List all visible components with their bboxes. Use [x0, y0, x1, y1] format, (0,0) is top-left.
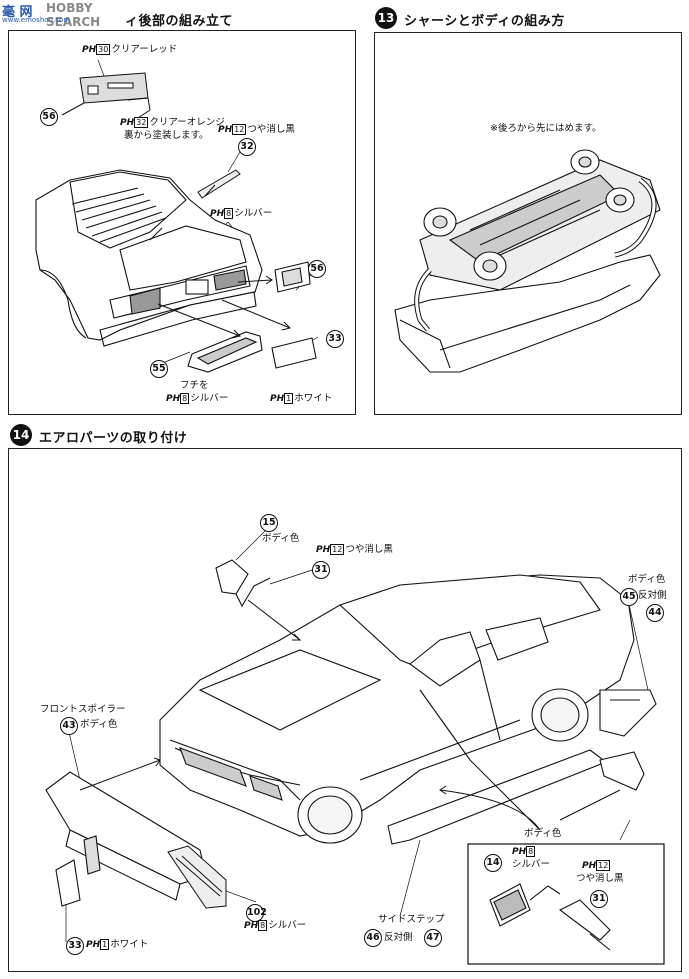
- part-56-label: 56: [40, 108, 58, 126]
- ph-mark: PH: [512, 847, 527, 857]
- color-code-box: 8: [526, 846, 536, 857]
- part-32-label: 32: [238, 138, 256, 156]
- part-43-label: 43: [60, 717, 78, 735]
- ph-mark: PH: [86, 940, 101, 950]
- ph-mark: PH: [244, 921, 259, 931]
- body-color-45-label: ボディ色: [628, 574, 666, 585]
- tail-lens-part: [61, 72, 151, 119]
- part-55-label: 55: [150, 360, 168, 378]
- ph-mark: PH: [270, 394, 285, 404]
- watermark-brand: HOBBY SEARCH: [46, 1, 101, 29]
- part-15-label: 15: [260, 514, 278, 532]
- ph-mark: PH: [316, 545, 331, 555]
- car-rear-outline: [35, 169, 263, 347]
- clear-red-text: クリアーレッド: [111, 44, 178, 55]
- color-code-box: 8: [180, 393, 190, 404]
- opposite-47-label: 反対側: [384, 932, 413, 943]
- white-33-text: ホワイト: [110, 939, 149, 950]
- color-code-box: 8: [258, 920, 268, 931]
- silver-102-text: シルバー: [268, 920, 307, 931]
- part-45-label: 45: [620, 588, 638, 606]
- step14-title: エアロパーツの取り付け: [39, 431, 188, 446]
- clear-orange-text: クリアーオレンジ: [149, 117, 225, 128]
- inset-silver-text: シルバー: [512, 859, 551, 870]
- inset-part-31-label: 31: [590, 890, 608, 908]
- step12-title: ィ後部の組み立て: [125, 14, 234, 29]
- part-47-label: 47: [424, 929, 442, 947]
- color-code-box: 8: [224, 208, 234, 219]
- step13-note: ※後ろから先にはめます。: [490, 123, 602, 134]
- ph-mark: PH: [166, 394, 181, 404]
- body-color-15-label: ボディ色: [262, 533, 300, 544]
- ph-mark: PH: [120, 118, 135, 128]
- part-44-label: 44: [646, 604, 664, 622]
- edge-silver-text: シルバー: [190, 393, 229, 404]
- part-102-label: 102: [246, 904, 267, 922]
- color-code-box: 30: [96, 44, 111, 55]
- color-code-box: 1: [284, 393, 294, 404]
- part-33-label: 33: [66, 937, 84, 955]
- step14-number: 14: [10, 424, 32, 446]
- body-color-side-label: ボディ色: [524, 828, 562, 839]
- side-step-label: サイドステップ: [378, 914, 445, 925]
- step13-title: シャーシとボディの組み方: [404, 14, 565, 29]
- ph-mark: PH: [218, 125, 233, 135]
- white-text: ホワイト: [294, 393, 333, 404]
- inset-flat-black-text: つや消し黒: [576, 873, 624, 884]
- color-code-box: 12: [596, 860, 611, 871]
- watermark-url: www.emoshou.com: [2, 16, 71, 24]
- watermark: 毫 网 HOBBY SEARCH www.emoshou.com: [0, 0, 110, 29]
- color-code-box: 32: [134, 117, 149, 128]
- part-56b-label: 56: [308, 260, 326, 278]
- color-code-box: 1: [100, 939, 110, 950]
- color-code-box: 12: [232, 124, 247, 135]
- part-46-label: 46: [364, 929, 382, 947]
- front-spoiler-label: フロントスポイラー: [40, 704, 126, 715]
- edge-label: フチを: [180, 380, 209, 391]
- front-spoiler-color-label: ボディ色: [80, 719, 118, 730]
- flat-black-31-text: つや消し黒: [345, 544, 393, 555]
- watermark-prefix: 毫 网: [2, 5, 33, 20]
- part-31-label: 31: [312, 561, 330, 579]
- color-code-box: 12: [330, 544, 345, 555]
- flat-black-text: つや消し黒: [247, 124, 295, 135]
- step13-number: 13: [375, 7, 397, 29]
- part-33-label: 33: [326, 330, 344, 348]
- clear-orange-note: 裏から塗装します。: [124, 130, 209, 141]
- ph-mark: PH: [210, 209, 225, 219]
- inset-part-14-label: 14: [484, 854, 502, 872]
- silver-text: シルバー: [234, 208, 273, 219]
- ph-mark: PH: [82, 45, 97, 55]
- opposite-44-label: 反対側: [638, 590, 667, 601]
- ph-mark: PH: [582, 861, 597, 871]
